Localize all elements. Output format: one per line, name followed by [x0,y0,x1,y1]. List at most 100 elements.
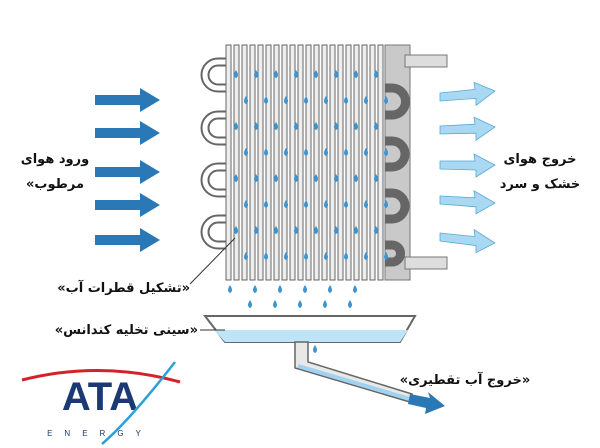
fin [337,44,344,281]
water-drop [294,226,298,234]
outlet-pipe-top [404,54,448,68]
humid-air-inlet-arrows [95,88,160,252]
water-drop [234,122,238,130]
water-drop [334,122,338,130]
water-drop [274,70,278,78]
inlet-label: ورود هوای مرطوب» [5,147,105,197]
water-drop [273,300,277,308]
drain-water [297,364,411,401]
outlet-arrow [439,81,496,107]
tube-bend-inner [202,59,230,91]
water-drop [314,226,318,234]
water-drop [384,252,388,260]
tray-water [214,330,408,342]
water-drop [344,252,348,260]
drain-pipe [294,341,413,403]
fins [225,44,384,281]
water-drop [244,200,248,208]
water-drop [354,174,358,182]
water-drop [254,174,258,182]
water-drop [304,200,308,208]
water-drop [334,70,338,78]
water-drop [364,96,368,104]
water-drop [324,96,328,104]
water-drop [364,200,368,208]
logo-swoosh [101,361,176,445]
water-drop [274,226,278,234]
inlet-label-line1: ورود هوای [20,152,90,167]
water-drop [348,300,352,308]
water-drop [253,285,257,293]
inlet-arrow [95,228,160,252]
water-drop [374,174,378,182]
water-drop [314,70,318,78]
water-drop [323,300,327,308]
inlet-label-line2: مرطوب» [26,177,84,192]
logo-sub: ENERGY [47,429,153,438]
fin [257,44,264,281]
fin [265,44,272,281]
water-drop [274,122,278,130]
fin [281,44,288,281]
outlet-arrow [439,228,496,254]
fin [249,44,256,281]
water-drop [304,252,308,260]
water-drop [384,148,388,156]
fin [305,44,312,281]
water-drop [314,174,318,182]
water-drop [274,174,278,182]
inlet-arrow [95,88,160,112]
water-drop [364,252,368,260]
water-drop [353,285,357,293]
water-drop [298,300,302,308]
condensate-tray [202,315,445,414]
water-drop [294,70,298,78]
water-drop [294,122,298,130]
fin [369,44,376,281]
water-drop [304,148,308,156]
tube-bend-right [385,240,405,267]
water-drop [228,285,232,293]
tube-bend-right [385,83,410,120]
water-drop [264,148,268,156]
outlet-label-line1: خروج هوای [503,152,577,167]
water-drop [254,122,258,130]
outlet-arrow [439,153,496,178]
leader-droplets [189,237,236,285]
outlet-arrow [439,190,496,215]
tube-bend-inner [202,164,230,196]
water-drop [374,226,378,234]
logo-name: ATA [62,375,138,419]
water-drop [384,200,388,208]
tube-bend-inner [202,112,230,144]
water-drop [324,148,328,156]
water-drop [284,200,288,208]
water-drop [244,148,248,156]
water-drop [284,96,288,104]
fin [329,44,336,281]
fin [321,44,328,281]
fin [289,44,296,281]
water-drop [374,122,378,130]
water-drop [234,226,238,234]
outlet-label-line2: خشک و سرد [499,177,581,192]
outlet-arrow [439,116,496,141]
inlet-arrow [95,121,160,145]
water-drop [334,174,338,182]
water-drop [354,226,358,234]
droplets-label: «تشکیل قطرات آب» [57,281,190,296]
fin [225,44,232,281]
water-drop [264,252,268,260]
tube-bend-inner [202,216,230,248]
tube-bends [200,57,410,267]
fin [361,44,368,281]
inlet-arrow [95,160,160,184]
water-drop [234,174,238,182]
water-drop [328,285,332,293]
fin [241,44,248,281]
water-drop [248,300,252,308]
fin [297,44,304,281]
water-drop [384,96,388,104]
water-drop [324,200,328,208]
